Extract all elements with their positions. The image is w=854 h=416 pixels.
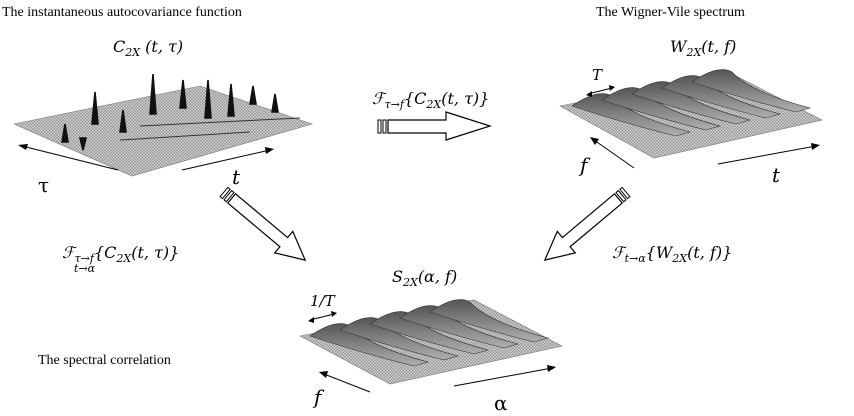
formula-transform-tau-f-t-alpha: ℱτ→f{C2X(t, τ)} t→α	[62, 243, 179, 275]
caption-spectral-correlation: The spectral correlation	[38, 353, 171, 368]
caption-autocovariance: The instantaneous autocovariance functio…	[2, 5, 242, 20]
arrow-right	[377, 111, 492, 141]
svg-text:W2X(t, f): W2X(t, f)	[670, 37, 736, 59]
axis-t-left	[181, 147, 274, 171]
period-arrow-1-over-t	[308, 311, 337, 323]
axis-tau	[18, 144, 119, 171]
arrow-down-right	[219, 186, 307, 261]
arrow-down-left	[543, 186, 631, 261]
svg-text:ℱt→α{W2X(t, f)}: ℱt→α{W2X(t, f)}	[612, 243, 732, 265]
axis-f-bottom	[319, 371, 371, 393]
wigner-ville-surface	[559, 69, 823, 159]
period-arrow-t	[586, 85, 615, 97]
svg-text:S2X(α, f): S2X(α, f)	[392, 267, 457, 289]
period-label-1-over-t: 1/T	[310, 292, 336, 310]
axis-alpha	[453, 365, 556, 387]
formula-transform-t-alpha: ℱt→α{W2X(t, f)}	[612, 243, 732, 265]
axis-f-right	[590, 137, 635, 169]
svg-text:t→α: t→α	[74, 262, 96, 275]
caption-wigner-ville: The Wigner-Vile spectrum	[596, 5, 745, 20]
svg-text:ℱτ→f{C2X(t, τ)}: ℱτ→f{C2X(t, τ)}	[372, 89, 489, 111]
spectral-correlation-surface	[299, 299, 563, 385]
svg-text:C2X (t, τ): C2X (t, τ)	[113, 37, 183, 59]
autocovariance-surface	[13, 73, 314, 177]
period-label-t: T	[592, 66, 603, 84]
axis-label-alpha: α	[494, 391, 508, 415]
axis-label-tau: τ	[38, 173, 49, 197]
axis-label-f-right: f	[578, 153, 591, 177]
axis-label-t-left: t	[232, 165, 241, 189]
formula-c2x: C2X (t, τ)	[113, 37, 183, 59]
axis-label-f-bottom: f	[312, 385, 325, 409]
formula-transform-tau-f: ℱτ→f{C2X(t, τ)}	[372, 89, 489, 111]
formula-s2x: S2X(α, f)	[392, 267, 457, 289]
axis-label-t-right: t	[772, 163, 781, 187]
axis-t-right	[717, 143, 820, 165]
formula-w2x: W2X(t, f)	[670, 37, 736, 59]
